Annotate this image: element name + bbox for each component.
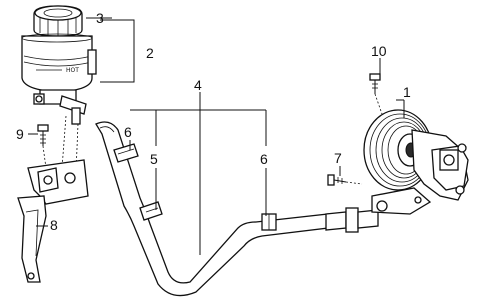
callout-2: 2 bbox=[146, 45, 154, 61]
callout-8: 8 bbox=[50, 217, 58, 233]
reservoir-body[interactable]: HOT bbox=[21, 33, 97, 93]
callout-10: 10 bbox=[371, 43, 387, 59]
callout-1: 1 bbox=[403, 84, 411, 100]
hose-clamp-upper[interactable] bbox=[113, 143, 139, 163]
power-steering-pump[interactable] bbox=[363, 109, 469, 215]
hose-clamp-lower[interactable] bbox=[261, 213, 277, 231]
suction-hose[interactable] bbox=[95, 121, 329, 297]
reservoir-bracket[interactable] bbox=[17, 159, 89, 283]
reservoir-outlet[interactable] bbox=[33, 89, 87, 125]
callout-6-right: 6 bbox=[260, 151, 268, 167]
callout-5: 5 bbox=[150, 151, 158, 167]
callout-9: 9 bbox=[16, 126, 24, 142]
callout-4: 4 bbox=[194, 77, 202, 93]
callout-6-left: 6 bbox=[124, 124, 132, 140]
reservoir-cap[interactable] bbox=[33, 5, 83, 37]
bolt-9[interactable] bbox=[37, 124, 49, 146]
callout-3: 3 bbox=[96, 10, 104, 26]
pressure-hose-end[interactable] bbox=[325, 207, 379, 233]
bolt-7[interactable] bbox=[327, 174, 347, 186]
callout-7: 7 bbox=[334, 150, 342, 166]
reservoir-assembly[interactable]: HOT bbox=[21, 5, 97, 125]
bolt-10[interactable] bbox=[369, 73, 381, 94]
reservoir-hot-mark: HOT bbox=[66, 67, 79, 74]
